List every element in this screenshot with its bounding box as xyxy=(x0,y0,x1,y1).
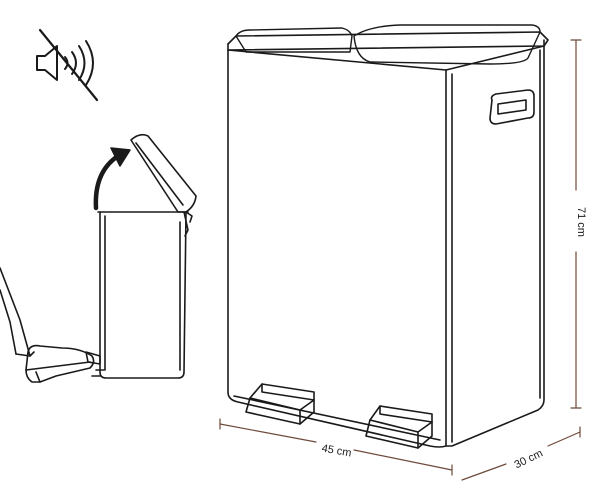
depth-dimension-line xyxy=(461,463,507,481)
width-dimension-line xyxy=(219,423,317,443)
width-label: 45 cm xyxy=(321,443,353,460)
dimension-lines xyxy=(219,39,582,481)
right-pedal xyxy=(365,405,433,449)
depth-label: 30 cm xyxy=(513,447,545,471)
speaker-muted-icon xyxy=(36,28,99,102)
leg-pressing-pedal xyxy=(0,267,95,383)
left-pedal xyxy=(245,383,315,425)
double-bin-main xyxy=(227,24,549,449)
curved-arrow-icon xyxy=(93,147,131,211)
small-bin-side-view xyxy=(85,133,197,379)
height-label: 71 cm xyxy=(575,207,587,237)
